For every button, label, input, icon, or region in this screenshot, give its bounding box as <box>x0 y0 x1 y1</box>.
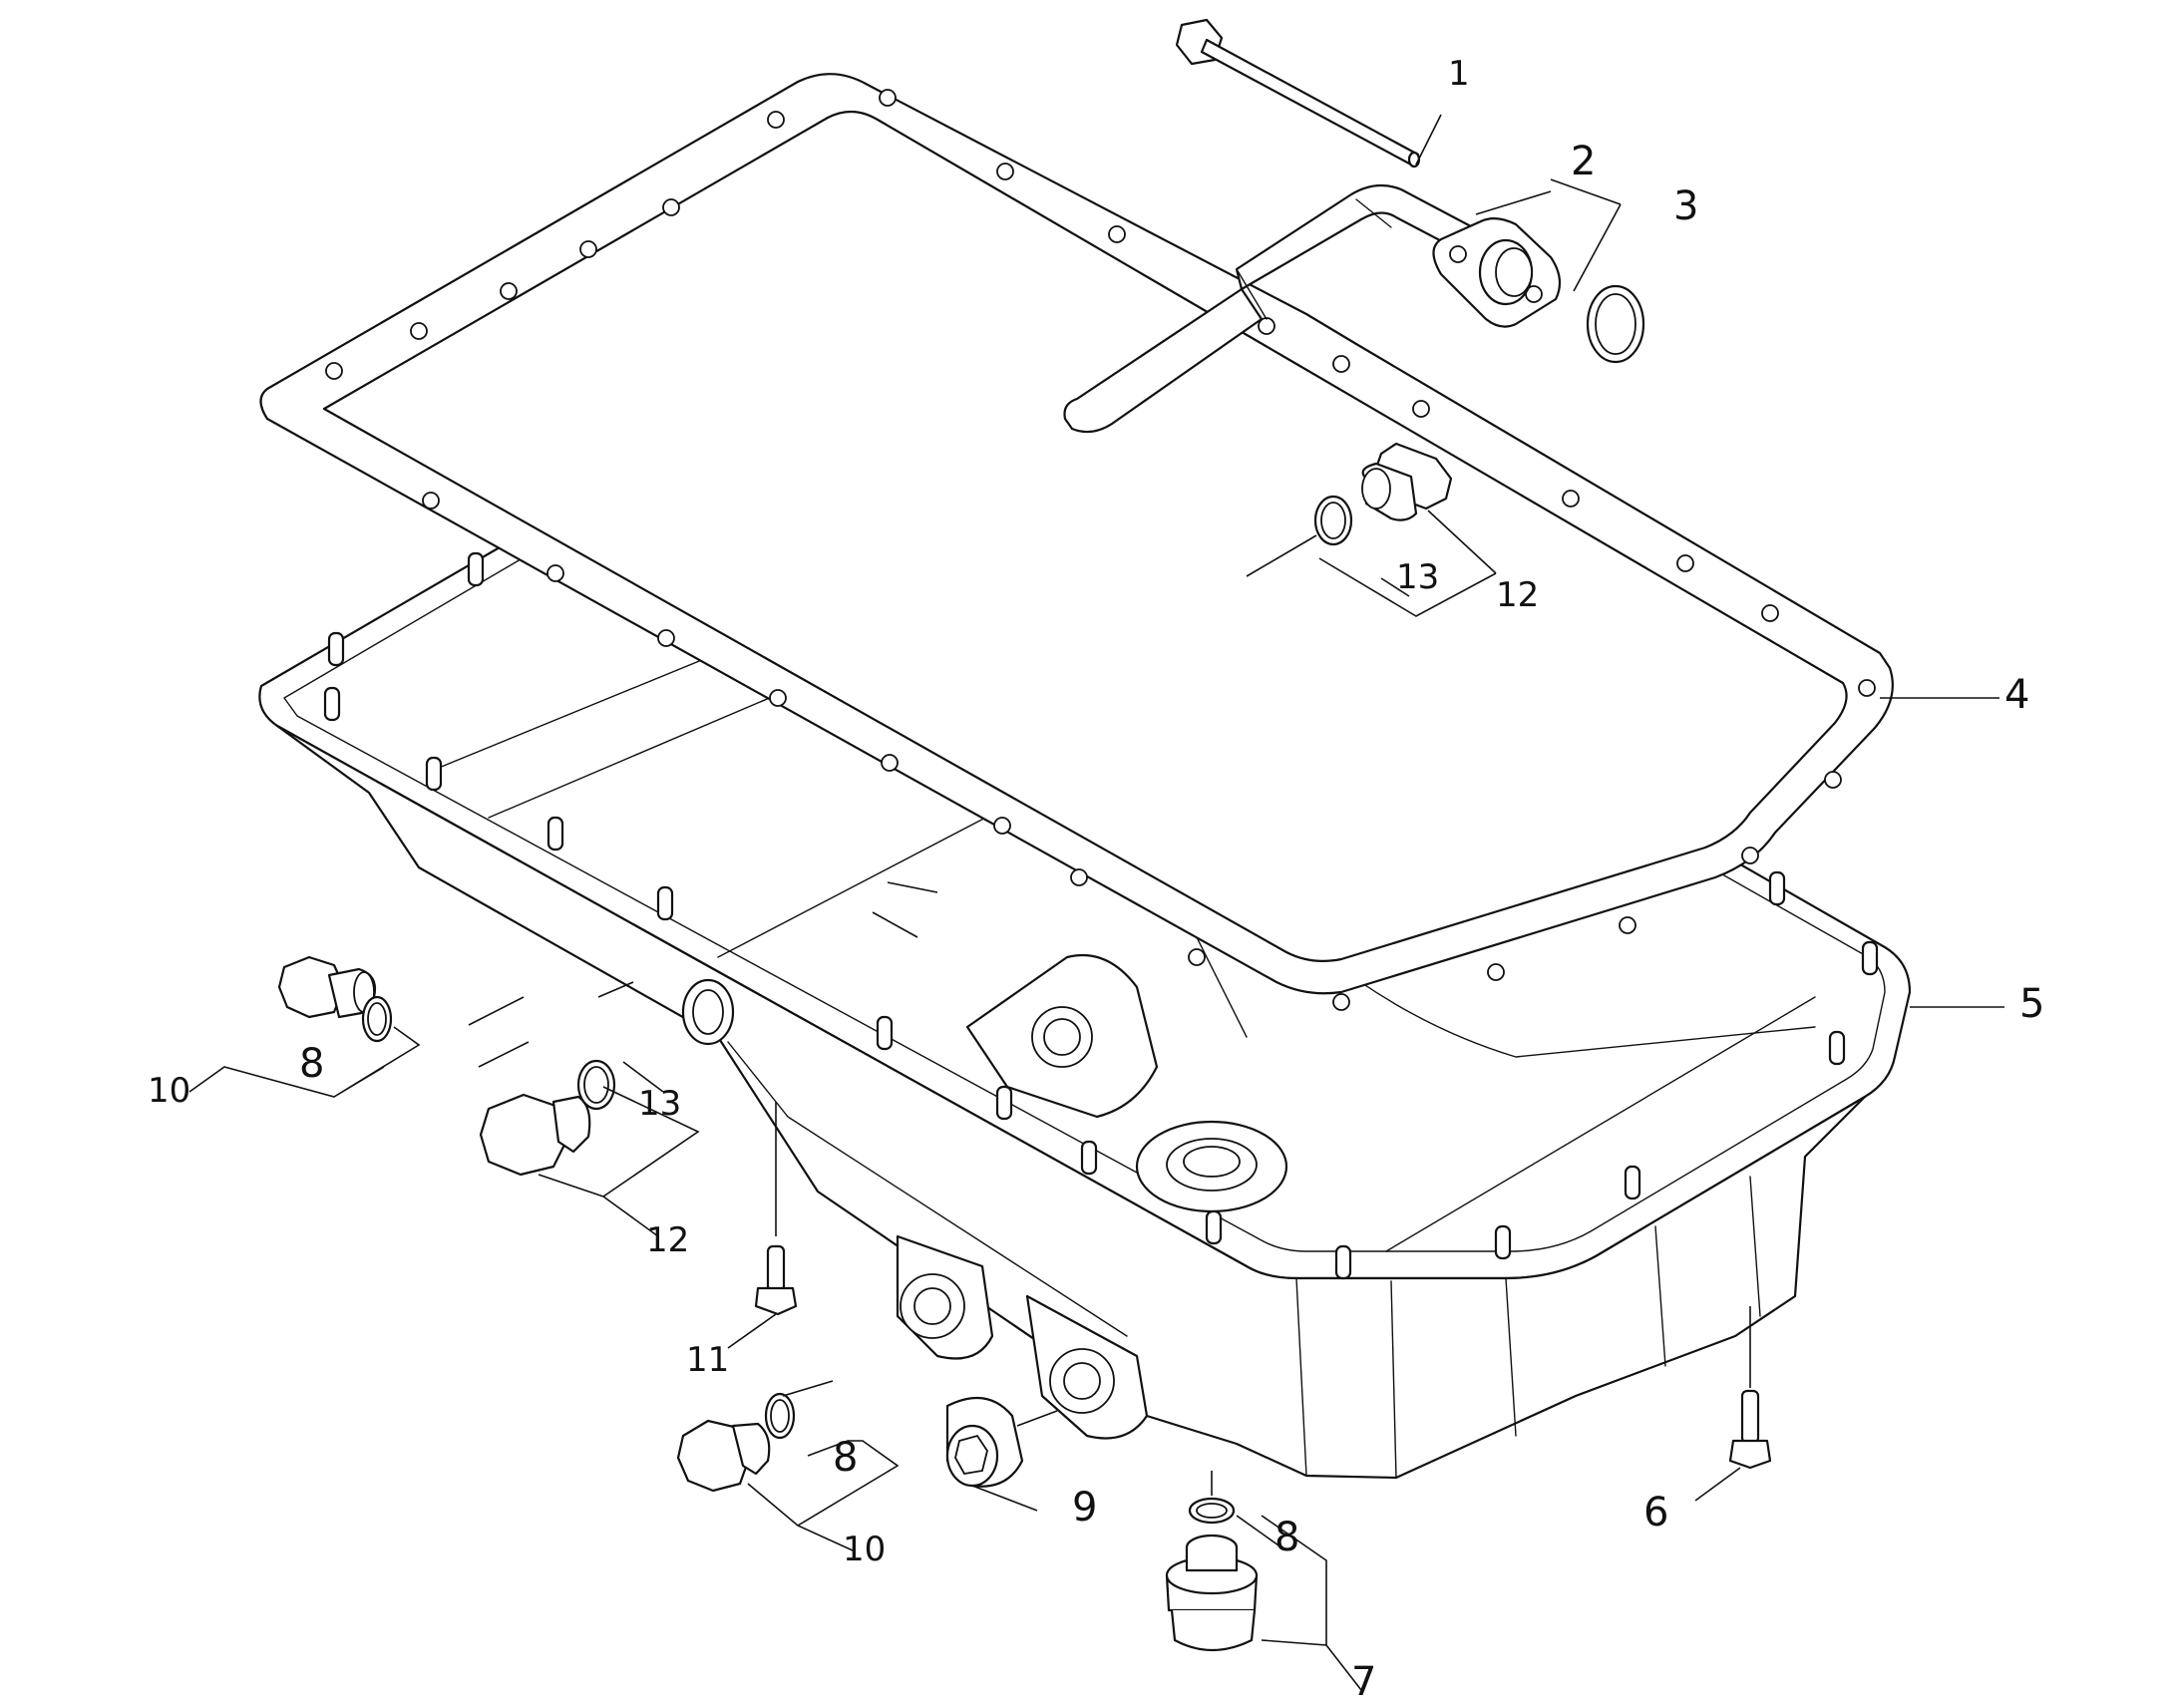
bolt-11 <box>754 1244 798 1316</box>
callout-5: 5 <box>2019 981 2044 1027</box>
callout-12-middle: 12 <box>646 1220 689 1260</box>
pickup-tube-o-ring <box>1586 284 1645 364</box>
oil-pan-gasket <box>259 73 1894 1011</box>
drain-plug-upper <box>1313 442 1453 546</box>
callout-8-bottom: 8 <box>833 1435 858 1481</box>
callout-13-upper: 13 <box>1396 557 1439 597</box>
callout-8-drain: 8 <box>1274 1515 1299 1560</box>
callout-9: 9 <box>1072 1485 1097 1531</box>
oil-pickup-tube <box>1063 183 1562 434</box>
bolt-6 <box>1728 1389 1772 1470</box>
callout-12-upper: 12 <box>1496 575 1539 615</box>
plug-9 <box>945 1396 1024 1488</box>
callout-2: 2 <box>1571 139 1596 184</box>
plug-middle <box>479 1059 616 1177</box>
plug-bottom <box>676 1392 796 1493</box>
callout-3: 3 <box>1673 183 1698 229</box>
callout-labels: 1 2 3 4 5 6 7 8 8 8 9 10 10 11 12 12 13 … <box>148 54 2044 1705</box>
callout-11: 11 <box>686 1340 729 1380</box>
drain-plug-bottom <box>1165 1497 1259 1652</box>
callout-10-bottom: 10 <box>843 1530 886 1569</box>
gasket-bolt-holes <box>325 89 1876 1011</box>
pickup-tube-bolt <box>1175 18 1421 169</box>
callout-8-left: 8 <box>299 1041 324 1087</box>
callout-13-middle: 13 <box>638 1084 681 1124</box>
callout-1: 1 <box>1448 54 1470 94</box>
callout-4: 4 <box>2004 672 2029 718</box>
leader-lines <box>188 114 2004 1691</box>
callout-10-left: 10 <box>148 1071 190 1111</box>
callout-7: 7 <box>1351 1659 1376 1705</box>
plug-left <box>277 955 393 1043</box>
callout-6: 6 <box>1643 1490 1668 1536</box>
